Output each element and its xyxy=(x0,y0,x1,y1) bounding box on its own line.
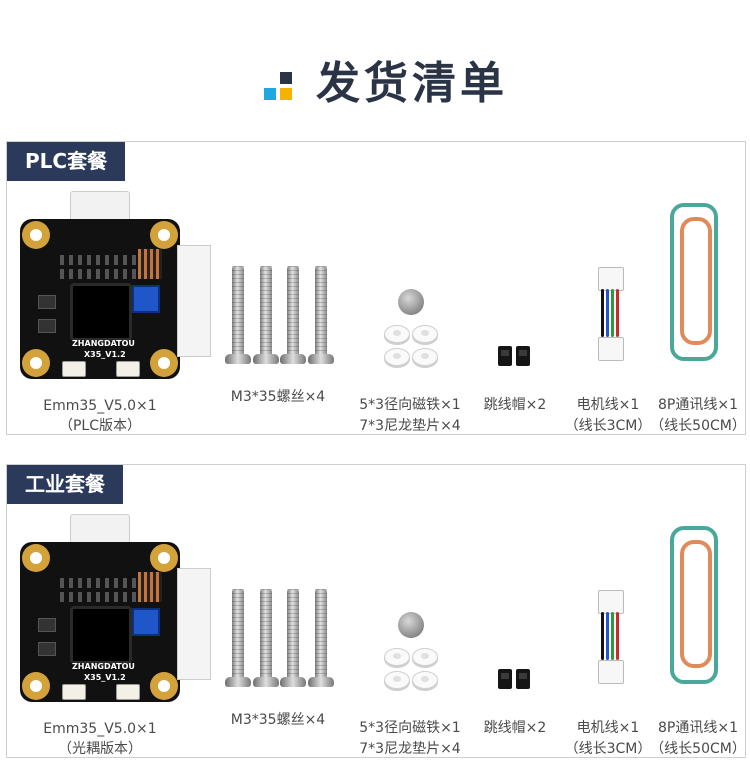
screw-caption: M3*35螺丝×4 xyxy=(230,712,326,728)
nylon-washer xyxy=(384,671,410,689)
screw xyxy=(225,589,251,687)
mounting-pad xyxy=(22,544,50,572)
page-header: 发货清单 xyxy=(0,52,750,116)
potentiometer xyxy=(132,608,160,636)
ribbon-cable-length: （线长50CM） xyxy=(650,741,746,757)
nylon-washer xyxy=(384,348,410,366)
motor-wire xyxy=(601,289,604,337)
screw xyxy=(225,266,251,364)
board-model-label: X35_V1.2 xyxy=(84,673,126,682)
mounting-pad xyxy=(150,672,178,700)
washer-caption: 7*3尼龙垫片×4 xyxy=(359,741,461,757)
mounting-pad xyxy=(22,349,50,377)
package-tag: PLC套餐 xyxy=(7,142,126,181)
smd-components xyxy=(138,572,162,602)
board-variant-caption: （光耦版本） xyxy=(58,741,142,757)
board-model-label: X35_V1.2 xyxy=(84,350,126,359)
button-enter xyxy=(116,361,140,377)
pin-header xyxy=(60,269,136,279)
top-connector xyxy=(70,191,130,221)
jumper-cap xyxy=(498,346,512,366)
magnet xyxy=(398,612,424,638)
pin-header xyxy=(60,592,136,602)
mounting-pad xyxy=(22,672,50,700)
ribbon-cable xyxy=(670,526,718,684)
jumper-cap xyxy=(516,346,530,366)
chip xyxy=(38,319,56,333)
motor-wire xyxy=(606,289,609,337)
magnet-caption: 5*3径向磁铁×1 xyxy=(359,397,461,413)
ribbon-cable-length: （线长50CM） xyxy=(650,418,746,434)
motor-wire xyxy=(601,612,604,660)
screw xyxy=(280,589,306,687)
board-brand-label: ZHANGDATOU xyxy=(72,662,135,671)
board-name-caption: Emm35_V5.0×1 xyxy=(43,398,157,414)
mounting-pad xyxy=(150,544,178,572)
motor-wire xyxy=(611,612,614,660)
mounting-pad xyxy=(150,221,178,249)
washer-caption: 7*3尼龙垫片×4 xyxy=(359,418,461,434)
nylon-washer xyxy=(412,648,438,666)
nylon-washer xyxy=(412,348,438,366)
pin-header xyxy=(60,255,136,265)
button-next xyxy=(62,684,86,700)
magnet xyxy=(398,289,424,315)
jumper-caption: 跳线帽×2 xyxy=(483,397,547,413)
board-name-caption: Emm35_V5.0×1 xyxy=(43,721,157,737)
oled-screen xyxy=(70,606,132,664)
motor-connector xyxy=(598,267,624,291)
chip xyxy=(38,618,56,632)
motor-connector xyxy=(598,660,624,684)
chip xyxy=(38,642,56,656)
screw xyxy=(308,589,334,687)
motor-cable-caption: 电机线×1 xyxy=(576,720,640,736)
motor-wire xyxy=(616,289,619,337)
board-variant-caption: （PLC版本） xyxy=(58,418,142,434)
ribbon-cable xyxy=(680,540,712,668)
screw xyxy=(253,266,279,364)
motor-wire xyxy=(606,612,609,660)
nylon-washer xyxy=(412,671,438,689)
side-connector xyxy=(177,245,211,357)
pin-header xyxy=(60,578,136,588)
page-title: 发货清单 xyxy=(316,58,508,109)
motor-wire xyxy=(611,289,614,337)
jumper-cap xyxy=(516,669,530,689)
screw xyxy=(253,589,279,687)
chip xyxy=(38,295,56,309)
screw-caption: M3*35螺丝×4 xyxy=(230,389,326,405)
motor-cable-length: （线长3CM） xyxy=(564,741,652,757)
oled-screen xyxy=(70,283,132,341)
potentiometer xyxy=(132,285,160,313)
screw xyxy=(308,266,334,364)
nylon-washer xyxy=(384,648,410,666)
top-connector xyxy=(70,514,130,544)
jumper-caption: 跳线帽×2 xyxy=(483,720,547,736)
nylon-washer xyxy=(384,325,410,343)
motor-connector xyxy=(598,590,624,614)
motor-connector xyxy=(598,337,624,361)
nylon-washer xyxy=(412,325,438,343)
button-next xyxy=(62,361,86,377)
motor-cable-caption: 电机线×1 xyxy=(576,397,640,413)
button-enter xyxy=(116,684,140,700)
board-brand-label: ZHANGDATOU xyxy=(72,339,135,348)
ribbon-cable-caption: 8P通讯线×1 xyxy=(658,720,738,736)
smd-components xyxy=(138,249,162,279)
mounting-pad xyxy=(22,221,50,249)
magnet-caption: 5*3径向磁铁×1 xyxy=(359,720,461,736)
screw xyxy=(280,266,306,364)
motor-cable-length: （线长3CM） xyxy=(564,418,652,434)
motor-wire xyxy=(616,612,619,660)
ribbon-cable-caption: 8P通讯线×1 xyxy=(658,397,738,413)
squares-icon xyxy=(264,72,292,100)
jumper-cap xyxy=(498,669,512,689)
side-connector xyxy=(177,568,211,680)
ribbon-cable xyxy=(680,217,712,345)
ribbon-cable xyxy=(670,203,718,361)
package-tag: 工业套餐 xyxy=(7,465,123,504)
mounting-pad xyxy=(150,349,178,377)
